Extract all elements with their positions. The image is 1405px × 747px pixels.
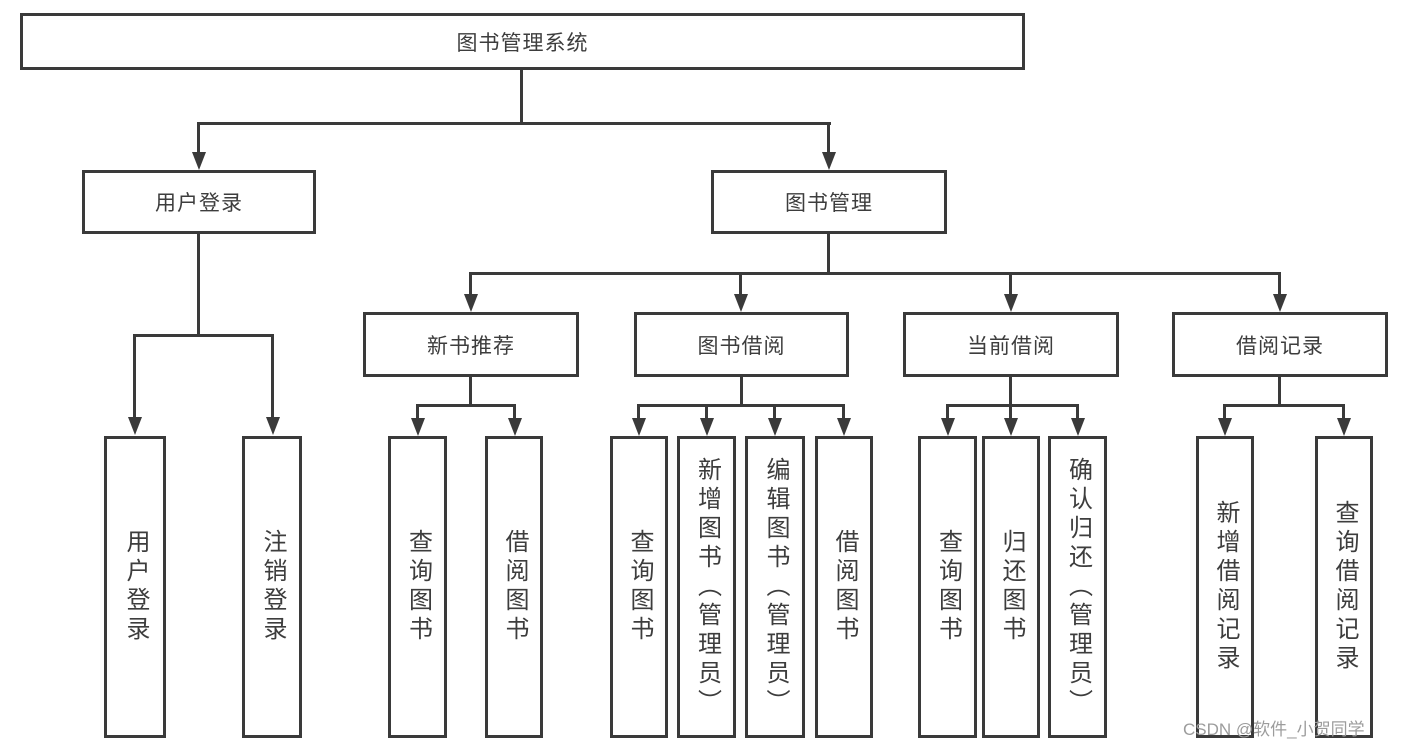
node-new-book-rec-label: 新书推荐 <box>427 334 515 358</box>
node-cb-confirm-label: 确认归还（管理员） <box>1064 456 1092 718</box>
connector-line <box>197 234 200 336</box>
connector-line <box>705 404 708 420</box>
connector-line <box>133 334 136 419</box>
connector-line <box>637 404 640 420</box>
connector-line <box>271 334 274 419</box>
arrow-down-icon <box>700 418 714 436</box>
arrow-down-icon <box>1071 418 1085 436</box>
node-current-borrow-label: 当前借阅 <box>967 334 1055 358</box>
node-bb-query-label: 查询图书 <box>626 529 653 645</box>
arrow-down-icon <box>837 418 851 436</box>
connector-line <box>469 377 472 406</box>
connector-line <box>133 334 274 337</box>
connector-line <box>469 272 472 295</box>
connector-line <box>513 404 516 420</box>
node-new-book-rec: 新书推荐 <box>363 312 579 377</box>
connector-line <box>637 404 845 407</box>
connector-line <box>1278 377 1281 406</box>
arrow-down-icon <box>632 418 646 436</box>
connector-line <box>1009 377 1012 406</box>
node-bb-add-label: 新增图书（管理员） <box>693 456 721 718</box>
connector-line <box>416 404 516 407</box>
connector-line <box>827 234 830 275</box>
arrow-down-icon <box>411 418 425 436</box>
node-user-login: 用户登录 <box>82 170 316 234</box>
watermark: CSDN @软件_小贺同学 <box>1183 720 1365 739</box>
node-root: 图书管理系统 <box>20 13 1025 70</box>
node-nbr-query-label: 查询图书 <box>404 529 432 645</box>
connector-line <box>197 122 831 125</box>
node-book-mgmt: 图书管理 <box>711 170 947 234</box>
node-br-add-label: 新增借阅记录 <box>1212 500 1239 674</box>
node-nbr-borrow: 借阅图书 <box>485 436 543 738</box>
connector-line <box>773 404 776 420</box>
arrow-down-icon <box>128 417 142 435</box>
arrow-down-icon <box>192 152 206 170</box>
connector-line <box>1009 272 1012 295</box>
connector-line <box>1278 272 1281 295</box>
node-cb-return-label: 归还图书 <box>998 529 1025 645</box>
node-bb-edit-label: 编辑图书（管理员） <box>762 456 789 718</box>
connector-line <box>520 70 523 124</box>
arrow-down-icon <box>1004 418 1018 436</box>
arrow-down-icon <box>734 294 748 312</box>
node-nbr-borrow-label: 借阅图书 <box>501 529 528 645</box>
arrow-down-icon <box>464 294 478 312</box>
node-bb-borrow-label: 借阅图书 <box>831 529 858 645</box>
node-br-query: 查询借阅记录 <box>1315 436 1373 738</box>
arrow-down-icon <box>1337 418 1351 436</box>
connector-line <box>739 272 742 295</box>
arrow-down-icon <box>1273 294 1287 312</box>
node-cb-query-label: 查询图书 <box>934 529 962 645</box>
arrow-down-icon <box>822 152 836 170</box>
node-bb-edit: 编辑图书（管理员） <box>745 436 805 738</box>
connector-line <box>827 122 830 154</box>
arrow-down-icon <box>941 418 955 436</box>
node-nbr-query: 查询图书 <box>388 436 447 738</box>
arrow-down-icon <box>1004 294 1018 312</box>
connector-line <box>1223 404 1226 420</box>
node-leaf-logout-label: 注销登录 <box>259 529 286 645</box>
connector-line <box>1223 404 1344 407</box>
node-book-mgmt-label: 图书管理 <box>785 192 873 215</box>
arrow-down-icon <box>768 418 782 436</box>
node-br-query-label: 查询借阅记录 <box>1331 500 1358 674</box>
connector-line <box>1342 404 1345 420</box>
node-borrow-records-label: 借阅记录 <box>1236 334 1324 358</box>
node-br-add: 新增借阅记录 <box>1196 436 1254 738</box>
node-book-borrow: 图书借阅 <box>634 312 849 377</box>
node-bb-query: 查询图书 <box>610 436 668 738</box>
connector-line <box>946 404 949 420</box>
node-cb-confirm: 确认归还（管理员） <box>1048 436 1107 738</box>
node-user-login-label: 用户登录 <box>155 192 243 215</box>
connector-line <box>197 122 200 154</box>
arrow-down-icon <box>508 418 522 436</box>
node-leaf-user-login-label: 用户登录 <box>122 529 149 645</box>
connector-line <box>416 404 419 420</box>
node-bb-borrow: 借阅图书 <box>815 436 873 738</box>
node-root-label: 图书管理系统 <box>456 31 589 55</box>
node-book-borrow-label: 图书借阅 <box>697 334 786 358</box>
connector-line <box>1076 404 1079 420</box>
connector-line <box>740 377 743 406</box>
node-leaf-user-login: 用户登录 <box>104 436 166 738</box>
node-cb-return: 归还图书 <box>982 436 1040 738</box>
node-bb-add: 新增图书（管理员） <box>677 436 736 738</box>
connector-line <box>842 404 845 420</box>
arrow-down-icon <box>266 417 280 435</box>
node-current-borrow: 当前借阅 <box>903 312 1119 377</box>
node-borrow-records: 借阅记录 <box>1172 312 1388 377</box>
arrow-down-icon <box>1218 418 1232 436</box>
connector-line <box>469 272 1281 275</box>
node-cb-query: 查询图书 <box>918 436 977 738</box>
node-leaf-logout: 注销登录 <box>242 436 302 738</box>
connector-line <box>946 404 1079 407</box>
connector-line <box>1009 404 1012 420</box>
